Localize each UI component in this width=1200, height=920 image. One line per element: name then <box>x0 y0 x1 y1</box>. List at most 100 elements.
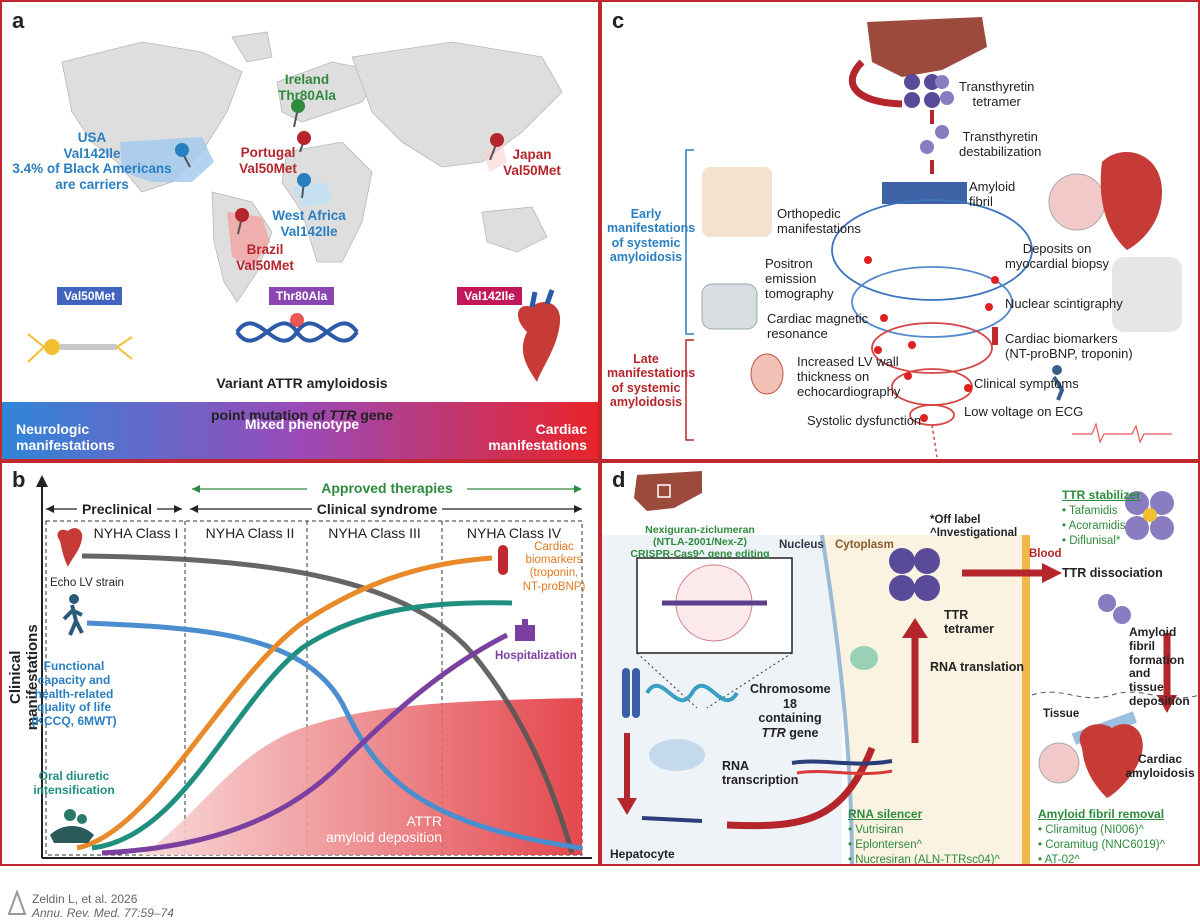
chromosome-text: Chromosome 18 containing <box>750 682 831 726</box>
deposition-area <box>142 698 582 855</box>
panel-label: b <box>12 467 26 492</box>
hospital-icon <box>515 619 535 641</box>
dna-caption-line2: point mutation of <box>211 407 330 424</box>
stabilizer-item: • Diflunisal* <box>1062 535 1121 547</box>
test-tube-icon <box>498 545 508 575</box>
pin-usa <box>175 143 191 168</box>
rna-transcription-label: RNA transcription <box>722 759 799 788</box>
nyha-class-1: NYHA Class I <box>93 525 179 541</box>
tetramer-icon <box>904 74 954 108</box>
echo-label: Echo LV strain <box>50 577 124 589</box>
ttr-tetramer-label: TTR tetramer <box>944 608 995 637</box>
dna-coil <box>645 683 739 703</box>
annual-reviews-logo <box>7 890 27 915</box>
liver-icon <box>634 471 702 511</box>
ttr-tetramer-icon <box>889 548 940 601</box>
ttr-dissociation-label: TTR dissociation <box>1062 566 1163 580</box>
nyha-class-2: NYHA Class II <box>205 525 295 541</box>
panel-d: d <box>600 461 1200 866</box>
variant-tag-val50met: Val50Met <box>57 287 122 305</box>
variant-tag-thr80ala: Thr80Ala <box>269 287 334 305</box>
late-bracket <box>685 339 694 441</box>
thorax-icon <box>1112 257 1182 332</box>
cardiac-amyloidosis-label: Cardiac amyloidosis <box>1125 752 1195 780</box>
deposition-label: ATTR amyloid deposition <box>326 813 442 846</box>
heart-icon <box>1079 724 1143 798</box>
rna-silencer-title: RNA silencer <box>848 807 923 821</box>
early-bracket <box>685 149 694 335</box>
stabilizer-item: • Tafamidis <box>1062 505 1118 517</box>
neuron-icon <box>27 333 133 363</box>
panel-a: a <box>0 0 600 461</box>
curve-teal <box>91 600 513 851</box>
fibril-removal-title: Amyloid fibril removal <box>1038 807 1165 821</box>
offlabel-note: *Off label^Investigational <box>930 501 1017 541</box>
heart-slice-icon <box>750 353 784 395</box>
label-tetramer: Transthyretin tetramer <box>959 79 1035 109</box>
pin-west-africa <box>297 173 311 199</box>
panel-label: c <box>612 8 625 33</box>
panel-c: c <box>600 0 1200 461</box>
label-cmr: Cardiac magnetic resonance <box>767 311 869 341</box>
label-fibril: Amyloid fibril <box>969 179 1016 209</box>
credit-line-1: Zeldin L, et al. 2026 <box>32 892 138 906</box>
walking-person-icon <box>62 594 84 636</box>
offlabel: *Off label <box>930 514 981 527</box>
dna-icon <box>235 313 359 343</box>
removal-item: • Cliramitug (NI006)^ <box>1038 824 1144 836</box>
pin-label-ireland: Ireland Thr80Ala <box>278 72 336 103</box>
chromosome-icon <box>622 668 640 718</box>
phenotype-right: Cardiac manifestations <box>488 421 587 454</box>
dna-caption-gene: TTR <box>329 407 357 424</box>
removal-item: • Coramitug (NNC6019)^ <box>1038 839 1166 851</box>
secretion-arrow <box>849 59 903 108</box>
pin-label-usa: USA Val142Ile 3.4% of Black Americans ar… <box>12 130 172 192</box>
dna-caption: Variant ATTR amyloidosis point mutation … <box>202 359 402 423</box>
stabilizer-molecule-icon <box>1125 491 1174 540</box>
usa-region <box>120 137 214 182</box>
pin-ireland <box>291 99 305 128</box>
curve-echo <box>81 553 575 854</box>
panel-label: d <box>612 467 626 492</box>
fibril-formation-label: Amyloid fibril formation and tissue depo… <box>1129 625 1190 708</box>
west-africa-region <box>292 182 332 207</box>
rna-polymerase-icon <box>649 739 705 771</box>
stabilizer-title: TTR stabilizer <box>1062 488 1141 502</box>
hospitalization-label: Hospitalization <box>495 650 577 662</box>
hepatocyte-label: Hepatocyte <box>610 847 675 861</box>
pills-hand-icon <box>50 809 94 843</box>
label-early: Early manifestations of systemic amyloid… <box>607 207 696 265</box>
pin-portugal <box>297 131 311 153</box>
milestone-dots <box>864 256 999 422</box>
pet-scanner-icon <box>701 283 758 330</box>
investigational: ^Investigational <box>930 527 1018 540</box>
preclinical-label: Preclinical <box>77 501 157 518</box>
hand-spine-icon <box>702 167 772 237</box>
phenotype-bar <box>2 402 598 459</box>
credit-line-2: Annu. Rev. Med. 77:59–74 <box>32 906 174 920</box>
label-late: Late manifestations of systemic amyloido… <box>607 352 696 410</box>
pin-japan <box>489 133 504 161</box>
silencer-item: • Nucresiran (ALN-TTRsc04)^ <box>848 854 1000 866</box>
pin-label-japan: Japan Val50Met <box>503 147 561 178</box>
ribosome-icon <box>850 646 878 670</box>
functional-label: Functional capacity and health-related q… <box>31 659 117 729</box>
pin-brazil <box>235 208 249 235</box>
brazil-region <box>227 212 270 267</box>
tissue-label: Tissue <box>1043 708 1080 720</box>
silencer-item: • Vutrisiran <box>848 824 904 836</box>
cytoplasm-label: Cytoplasm <box>835 539 894 551</box>
panel-d-graphics <box>602 471 1198 864</box>
variant-tag-val142ile: Val142Ile <box>457 287 522 305</box>
dna-caption-line3: gene <box>356 407 393 424</box>
dna-caption-line1: Variant ATTR amyloidosis <box>216 375 388 392</box>
nucleus-label: Nucleus <box>779 539 824 551</box>
biopsy-icon <box>1048 173 1106 231</box>
phenotype-left: Neurologic manifestations <box>16 421 115 454</box>
removal-item: • AT-02^ <box>1038 854 1080 866</box>
label-pet: Positron emission tomography <box>765 256 834 301</box>
heart-biopsy-icon <box>1100 152 1162 250</box>
mrna-strand <box>641 816 703 823</box>
pin-label-portugal: Portugal Val50Met <box>239 145 297 176</box>
heart-icon <box>57 528 83 567</box>
